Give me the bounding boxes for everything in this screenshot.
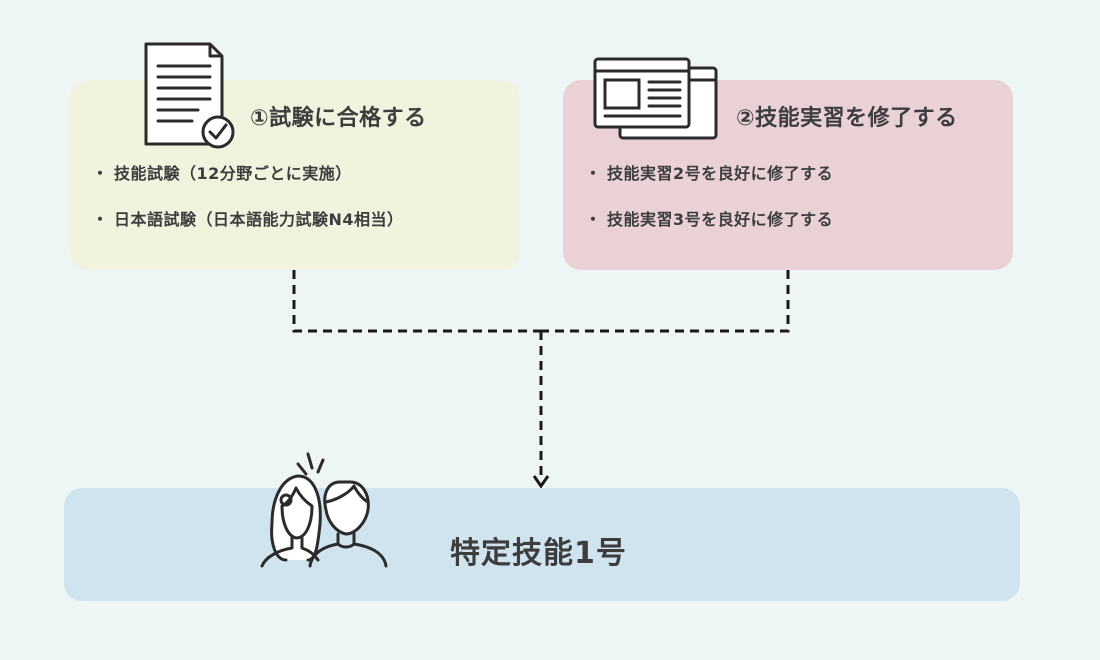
list-item: ・日本語試験（日本語能力試験N4相当） bbox=[92, 210, 404, 256]
list-item-text: 技能実習2号を良好に修了する bbox=[607, 164, 834, 183]
list-item: ・技能試験（12分野ごとに実施） bbox=[92, 164, 404, 210]
bullet: ・ bbox=[92, 210, 109, 229]
requirement-exam-title: ①試験に合格する bbox=[250, 106, 427, 131]
arrow-head bbox=[532, 475, 550, 489]
document-check-icon bbox=[144, 42, 235, 149]
people-icon bbox=[260, 452, 388, 568]
list-item-text: 技能実習3号を良好に修了する bbox=[607, 210, 834, 229]
connector-from-training bbox=[541, 270, 790, 333]
bullet: ・ bbox=[585, 164, 602, 183]
requirement-training-box: ②技能実習を修了する ・技能実習2号を良好に修了する ・技能実習3号を良好に修了… bbox=[563, 80, 1013, 270]
list-item-text: 技能試験（12分野ごとに実施） bbox=[114, 164, 352, 183]
requirement-exam-list: ・技能試験（12分野ごとに実施） ・日本語試験（日本語能力試験N4相当） bbox=[92, 164, 404, 256]
requirement-training-title: ②技能実習を修了する bbox=[736, 106, 958, 131]
bullet: ・ bbox=[92, 164, 109, 183]
requirement-training-list: ・技能実習2号を良好に修了する ・技能実習3号を良好に修了する bbox=[585, 164, 833, 256]
list-item: ・技能実習3号を良好に修了する bbox=[585, 210, 833, 256]
list-item: ・技能実習2号を良好に修了する bbox=[585, 164, 833, 210]
bullet: ・ bbox=[585, 210, 602, 229]
result-label: 特定技能1号 bbox=[450, 536, 627, 571]
connector-from-exam bbox=[292, 270, 541, 333]
browser-windows-icon bbox=[593, 57, 718, 140]
list-item-text: 日本語試験（日本語能力試験N4相当） bbox=[114, 210, 404, 229]
result-box: 特定技能1号 bbox=[64, 488, 1020, 601]
requirement-exam-box: ①試験に合格する ・技能試験（12分野ごとに実施） ・日本語試験（日本語能力試験… bbox=[70, 80, 520, 270]
